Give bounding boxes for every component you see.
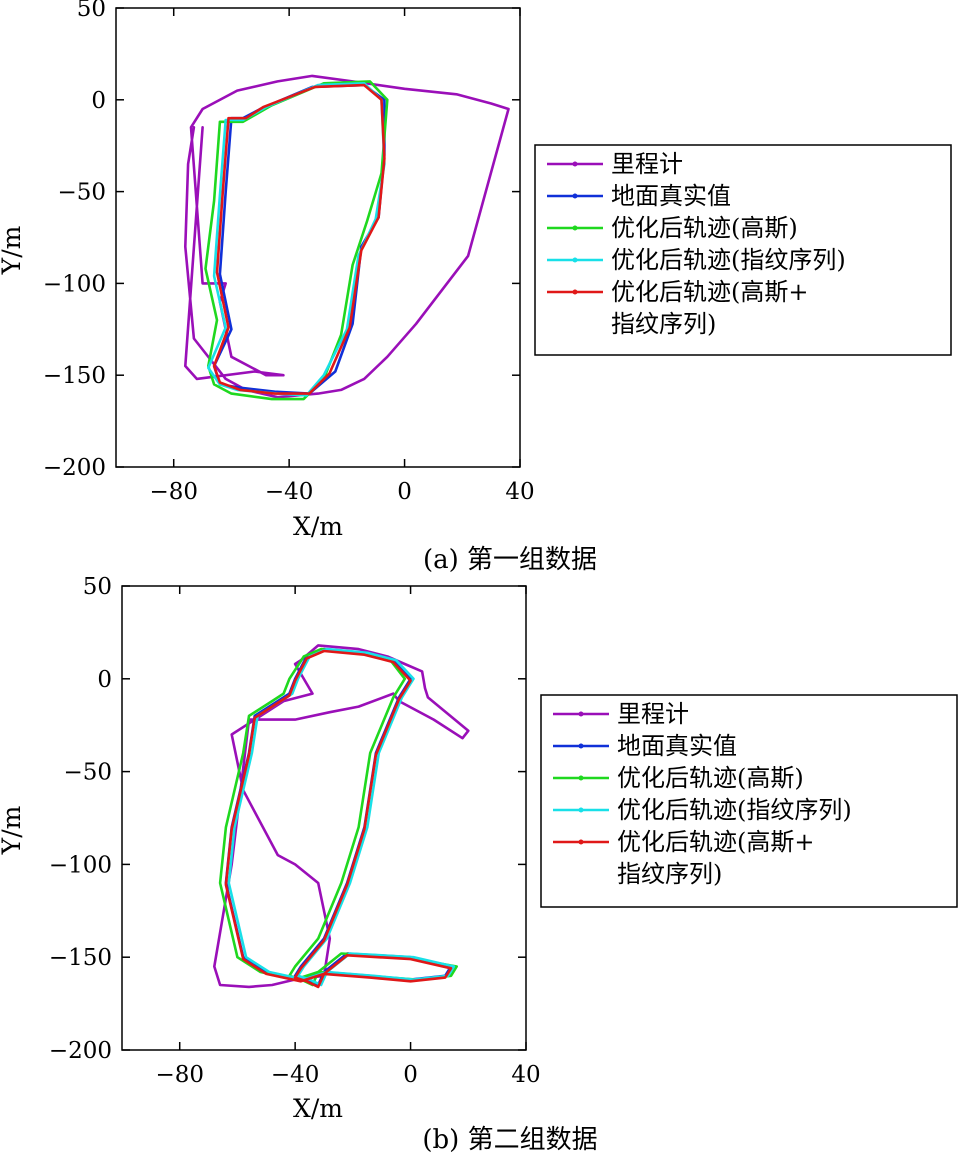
chart-caption: (b) 第二组数据 [422,1125,597,1155]
x-tick-label: 40 [505,479,534,505]
series-line-5 [212,83,386,395]
legend-label-2: 地面真实值 [617,732,737,760]
y-tick-label: −200 [49,1038,112,1064]
series-line-3 [218,647,459,987]
legend-label-4: 优化后轨迹(指纹序列) [617,796,852,824]
y-tick-label: 0 [91,88,106,114]
y-tick-label: 50 [77,0,106,22]
y-tick-label: −100 [49,852,112,878]
series-line-2 [224,647,453,987]
legend-marker-4 [578,807,584,813]
x-tick-label: −80 [149,479,198,505]
legend-marker-1 [578,711,584,717]
y-tick-label: −50 [57,180,106,206]
chart-caption: (a) 第一组数据 [423,545,597,575]
x-axis-label: X/m [293,1094,343,1123]
legend-label-3: 优化后轨迹(高斯) [611,214,798,242]
y-tick-label: 50 [83,574,112,600]
legend-label-5: 优化后轨迹(高斯+ [617,828,814,856]
legend-label-3: 优化后轨迹(高斯) [617,764,804,792]
legend-marker-3 [578,775,584,781]
legend-label-1: 里程计 [611,150,683,178]
x-tick-label: −80 [155,1062,204,1088]
legend-label-5-cont: 指纹序列) [617,860,722,888]
x-tick-label: 0 [403,1062,418,1088]
legend-marker-5 [578,839,584,845]
plot-frame [121,585,527,1051]
legend-marker-2 [578,743,584,749]
series-line-1 [184,74,510,399]
x-tick-label: 0 [397,479,412,505]
legend-label-5-cont: 指纹序列) [611,310,716,338]
legend-box [540,694,958,908]
series-line-5 [224,649,453,989]
series-line-4 [227,647,456,987]
legend-marker-1 [572,161,578,167]
series-line-2 [212,83,386,395]
y-tick-label: −200 [43,455,106,481]
series-line-1 [213,644,470,989]
series-group [213,644,470,989]
y-axis-label: Y/m [0,805,26,855]
x-axis-label: X/m [293,512,343,541]
series-line-3 [204,80,389,401]
x-tick-label: −40 [265,479,314,505]
y-tick-label: −150 [49,945,112,971]
y-tick-label: −100 [43,271,106,297]
x-tick-label: 40 [511,1062,540,1088]
x-tick-label: −40 [271,1062,320,1088]
legend-label-2: 地面真实值 [611,182,731,210]
series-line-4 [207,82,386,397]
legend-marker-3 [572,225,578,231]
legend-box [534,144,952,356]
legend-marker-5 [572,289,578,295]
legend-label-4: 优化后轨迹(指纹序列) [611,246,846,274]
legend-label-1: 里程计 [617,700,689,728]
y-tick-label: −50 [63,760,112,786]
legend-marker-4 [572,257,578,263]
series-group [184,74,510,401]
y-tick-label: 0 [97,667,112,693]
y-tick-label: −150 [43,363,106,389]
plot-frame [115,7,521,468]
legend-marker-2 [572,193,578,199]
legend-label-5: 优化后轨迹(高斯+ [611,278,808,306]
y-axis-label: Y/m [0,225,26,275]
